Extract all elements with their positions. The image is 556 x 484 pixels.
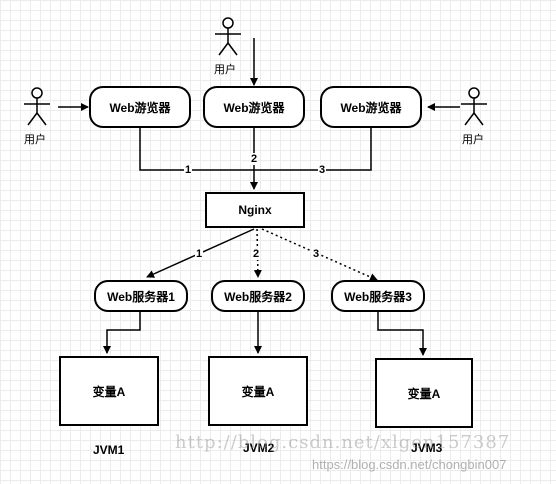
server-node-1: Web服务器1: [94, 280, 188, 312]
arrow-server3-to-var: [377, 312, 427, 356]
variable-box-2: 变量A: [208, 356, 308, 426]
server-node-2: Web服务器2: [211, 280, 305, 312]
jvm-label-3: JVM3: [411, 441, 443, 455]
edge-number-lower-1: 1: [195, 248, 204, 260]
variable-box-3: 变量A: [375, 358, 473, 428]
arrow-nginx-to-server2: [253, 228, 262, 278]
nginx-node: Nginx: [205, 192, 305, 228]
jvm-label-1: JVM1: [93, 443, 125, 457]
jvm-label-2: JVM2: [243, 441, 275, 455]
watermark-url: https://blog.csdn.net/chongbin007: [312, 457, 507, 472]
browser-node-2: Web游览器: [203, 86, 305, 128]
browser-node-3: Web游览器: [320, 86, 422, 128]
user-icon-right: [461, 87, 487, 126]
server-node-3: Web服务器3: [331, 280, 425, 312]
line-browser3-to-nginx: [254, 128, 372, 171]
line-browser1-to-nginx: [139, 128, 254, 171]
arrow-server1-to-var: [103, 312, 141, 354]
edge-number-lower-3: 3: [312, 248, 321, 260]
edge-number-upper-2: 2: [250, 153, 259, 165]
user-label-left: 用户: [24, 134, 46, 146]
watermark-main: http://blog.csdn.net/xlgen157387: [175, 432, 511, 453]
user-label-right: 用户: [462, 134, 484, 146]
arrow-nginx-to-server3: [261, 228, 378, 281]
user-icon-top: [215, 17, 241, 56]
variable-box-1: 变量A: [59, 356, 159, 426]
browser-node-1: Web游览器: [89, 86, 191, 128]
edge-number-upper-3: 3: [318, 164, 327, 176]
edge-number-upper-1: 1: [184, 164, 193, 176]
edge-number-lower-2: 2: [252, 248, 261, 260]
user-label-top: 用户: [214, 64, 236, 76]
user-icon-left: [24, 87, 50, 126]
